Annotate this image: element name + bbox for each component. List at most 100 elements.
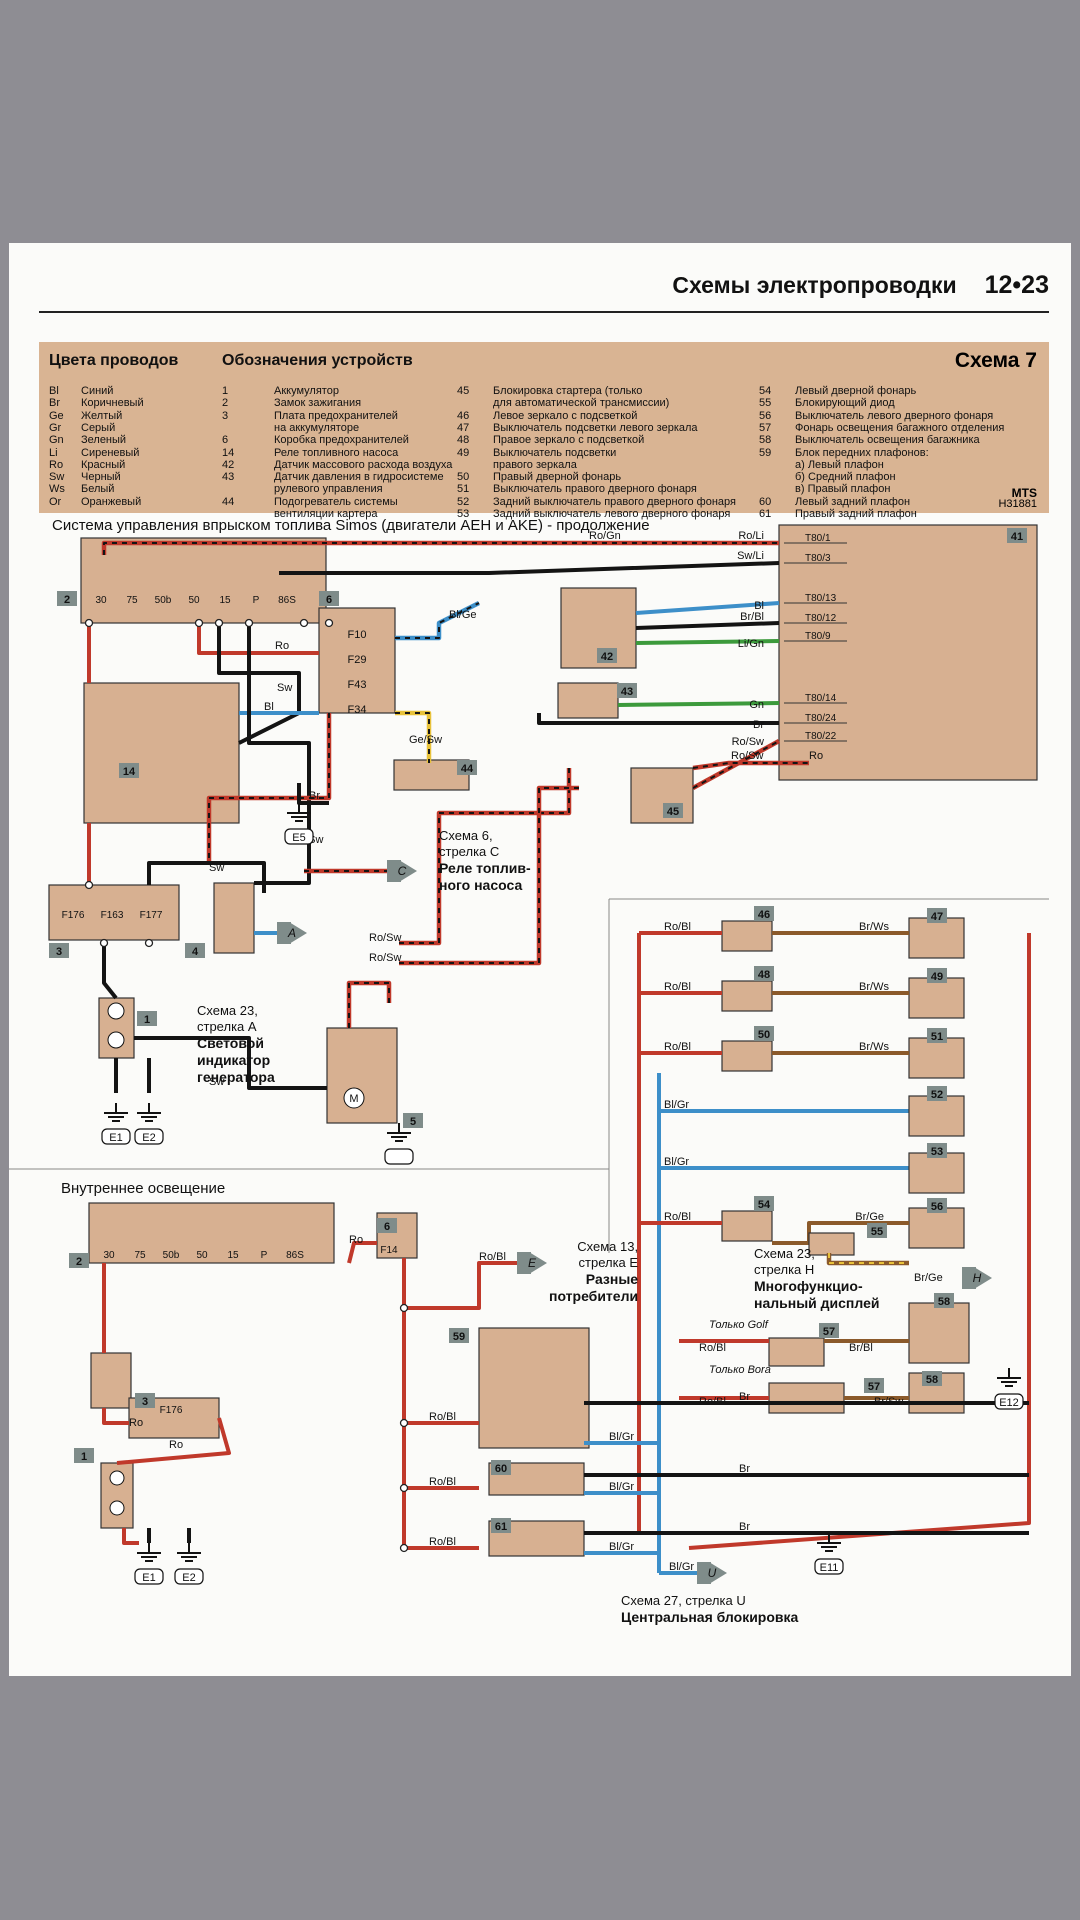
ignition-switch-2	[80, 537, 327, 624]
door-switch-52	[908, 1095, 965, 1137]
connector-pin: T80/9	[805, 631, 831, 642]
wire-label: Sw	[277, 682, 292, 694]
wire-ge-sw-stripe	[395, 712, 430, 763]
boot-switch-58-badge	[934, 1293, 954, 1308]
door-switch-53	[908, 1152, 965, 1194]
fuse-box-6b-badge	[377, 1218, 397, 1233]
wire-sw-li	[279, 561, 780, 575]
arrow-tail	[697, 1562, 711, 1584]
mass-air-flow-42-badge	[597, 648, 617, 663]
boot-lamp-57	[768, 1337, 825, 1367]
heater-44-badge	[457, 760, 477, 775]
wire-label: Gn	[749, 699, 764, 711]
wire-label: Bl/Gr	[609, 1541, 634, 1553]
diode-55-number: 55	[871, 1226, 883, 1238]
wire-label: Br/Ge	[914, 1272, 943, 1284]
note: Только Golf	[709, 1319, 769, 1331]
ground-label-box	[101, 1128, 131, 1145]
connector-pin: T80/12	[805, 613, 837, 624]
wire-label: Br	[753, 719, 764, 731]
wire-label: Br/Ws	[859, 921, 889, 933]
starter-lock-45	[630, 767, 694, 824]
wire-label: Sw	[209, 862, 224, 874]
arrow-label: C	[398, 864, 407, 878]
wire-label: Bl/Gr	[664, 1156, 689, 1168]
boot-switch-58	[908, 1302, 970, 1364]
wire-label: Ro/Bl	[664, 1041, 691, 1053]
junction	[244, 618, 254, 628]
boot-switch-58b-number: 58	[926, 1374, 938, 1386]
rear-lamp-60-number: 60	[495, 1463, 507, 1475]
connector-pin: T80/22	[805, 731, 837, 742]
lamp-46-number: 46	[758, 909, 770, 921]
junction	[324, 618, 334, 628]
connector-pin: T80/13	[805, 593, 837, 604]
boot-lamp-57-number: 57	[823, 1326, 835, 1338]
wire-label: Bl/Gr	[669, 1561, 694, 1573]
header-rule	[39, 311, 1049, 313]
wire-label: Br/Ws	[859, 1041, 889, 1053]
fuse-label: F43	[348, 679, 367, 691]
wire-label: Bl/Ge	[449, 609, 477, 621]
arrow-tail	[277, 922, 291, 944]
pressure-sensor-43	[557, 682, 619, 719]
device-item: вентиляции картера	[274, 508, 378, 520]
rear-lamp-61-badge	[491, 1518, 511, 1533]
switch-terminal: P	[253, 595, 260, 606]
wire-ro-sw-stripe	[399, 787, 579, 964]
door-switch-47-badge	[927, 908, 947, 923]
note: Только Bora	[709, 1364, 771, 1376]
ground-label-box	[384, 1148, 414, 1165]
wire-gn	[617, 701, 780, 707]
door-switch-49-badge	[927, 968, 947, 983]
wire-bl	[635, 601, 780, 615]
starter-lock-45-badge	[663, 803, 683, 818]
door-switch-52-number: 52	[931, 1089, 943, 1101]
door-switch-49	[908, 977, 965, 1019]
front-lamp-unit-59	[478, 1327, 590, 1449]
wire-label: Sw	[209, 1076, 224, 1088]
fuse-box-6b-number: 6	[384, 1221, 390, 1233]
wire-sw	[134, 1036, 327, 1090]
legend-panel: Цвета проводов Обозначения устройств Схе…	[39, 342, 1049, 520]
wire-sw	[217, 623, 301, 745]
arrow-head	[289, 922, 307, 944]
wire-ro-sw-stripe	[208, 713, 330, 863]
fuse-label: F177	[140, 910, 163, 921]
junction	[99, 938, 109, 948]
ground-label: E2	[182, 1572, 195, 1584]
fuse-board-3-number: 3	[56, 946, 62, 958]
wire-br	[688, 933, 1031, 1550]
battery-1-number: 1	[144, 1014, 150, 1026]
wire-ro-sw-stripe	[692, 762, 809, 769]
wire-label: Ro	[349, 1234, 363, 1246]
arrow-label: U	[708, 1566, 717, 1580]
ignition-switch-2b	[88, 1202, 335, 1264]
wire-label: Ro/Bl	[429, 1536, 456, 1548]
ground-label: E11	[820, 1562, 839, 1574]
fuse-label: F163	[101, 910, 124, 921]
alternator-4	[213, 882, 255, 954]
wire-label: Bl/Gr	[664, 1099, 689, 1111]
fuel-pump-relay-14-number: 14	[123, 766, 136, 778]
pressure-sensor-43-number: 43	[621, 686, 633, 698]
wire-colors-title: Цвета проводов	[49, 352, 179, 369]
door-switch-56-number: 56	[931, 1201, 943, 1213]
lamp-50-badge	[754, 1026, 774, 1041]
wire-label: Ro/Bl	[429, 1476, 456, 1488]
junction	[84, 618, 94, 628]
wire-ro-gn-stripe	[103, 542, 779, 555]
